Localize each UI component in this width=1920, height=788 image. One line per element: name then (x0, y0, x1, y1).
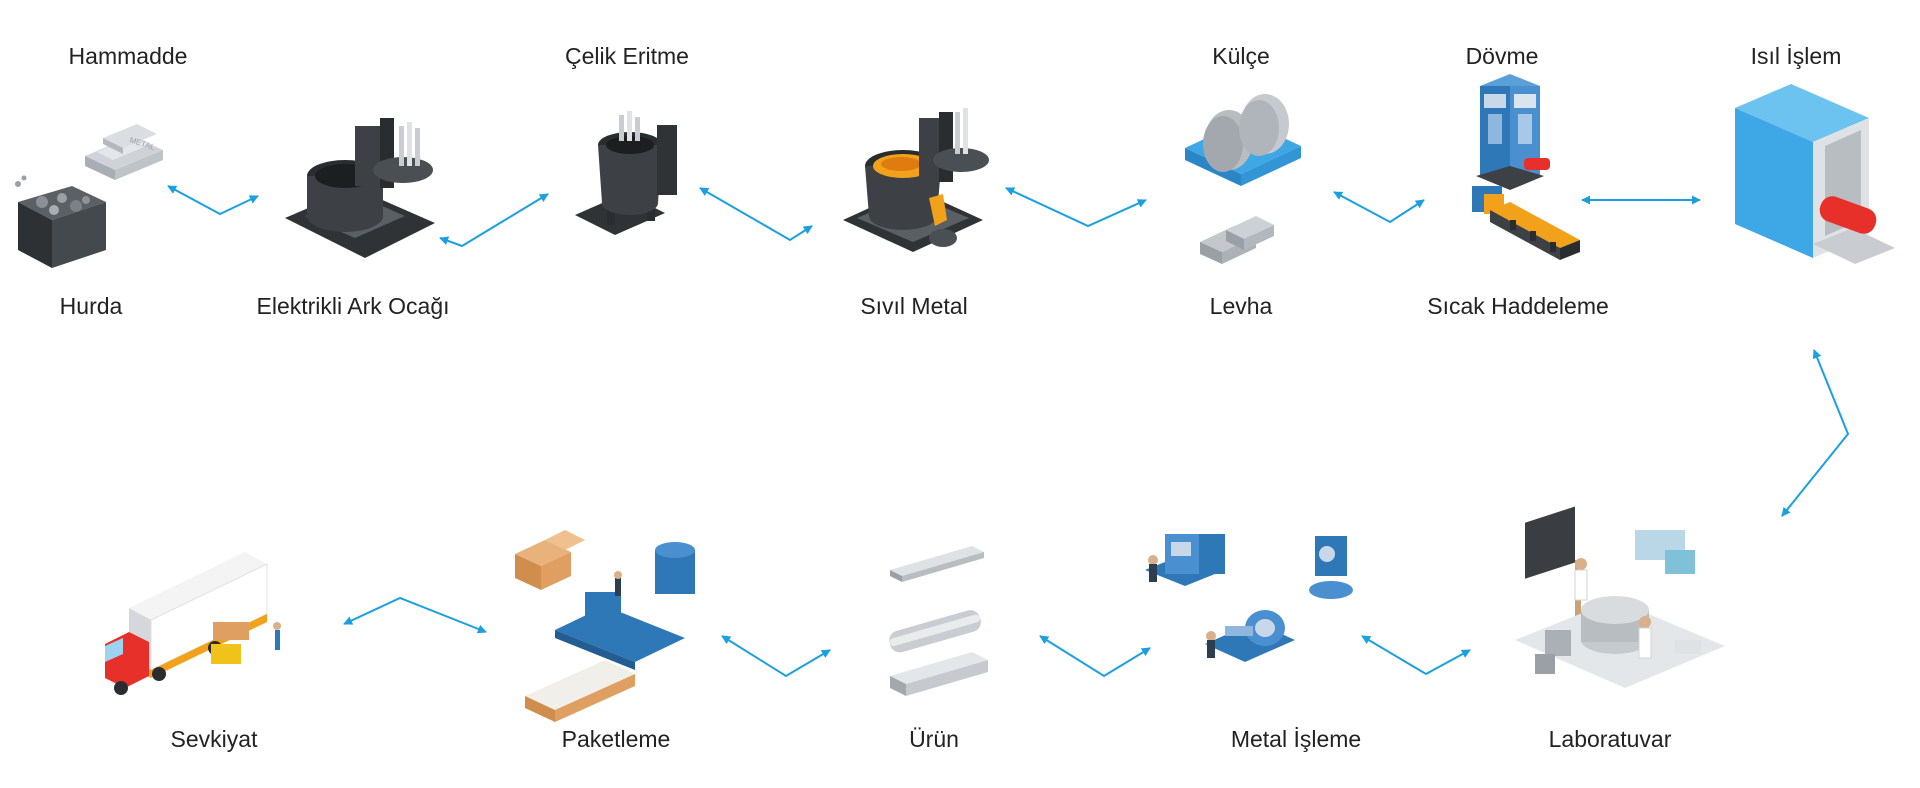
arrow-billet-to-forging (1333, 191, 1425, 224)
label-elektrikli-ark-ocagi: Elektrikli Ark Ocağı (256, 293, 450, 319)
label-isil-islem: Isıl İşlem (1750, 43, 1842, 69)
arrow-furnace-to-melting (439, 193, 549, 248)
label-hurda: Hurda (59, 293, 123, 319)
arrow-product-to-packaging (721, 635, 831, 678)
label-paketleme: Paketleme (561, 726, 671, 752)
arrow-heat-to-lab (1781, 349, 1850, 517)
scrap-bin-icon (15, 175, 106, 268)
truck-icon (105, 552, 281, 695)
arrow-machining-to-product (1039, 635, 1151, 678)
molten-metal-ladle-icon (843, 108, 989, 252)
label-celik-eritme: Çelik Eritme (565, 43, 689, 69)
label-metal-isleme: Metal İşleme (1230, 726, 1362, 752)
label-sicak-haddeleme: Sıcak Haddeleme (1427, 293, 1609, 319)
label-laboratuvar: Laboratuvar (1548, 726, 1672, 752)
ladle-icon (575, 111, 677, 235)
laboratory-icon (1515, 506, 1725, 688)
label-sevkiyat: Sevkiyat (170, 726, 258, 752)
label-hammadde: Hammadde (68, 43, 188, 69)
rolling-line-icon (1472, 186, 1580, 260)
label-sivil-metal: Sıvıl Metal (860, 293, 968, 319)
arrow-lab-to-machining (1361, 635, 1471, 676)
label-levha: Levha (1209, 293, 1273, 319)
heat-treatment-furnace-icon (1735, 84, 1895, 264)
billet-icon (1185, 94, 1301, 186)
arc-furnace-icon (285, 118, 435, 258)
packaging-icon (515, 530, 695, 722)
arrow-packaging-to-shipping (343, 596, 487, 634)
steel-profiles-icon (889, 546, 988, 696)
arrow-raw-to-furnace (167, 185, 259, 216)
machining-icon (1145, 534, 1353, 662)
label-urun: Ürün (909, 726, 959, 752)
label-dovme: Dövme (1465, 43, 1539, 69)
arrow-melting-to-molten (699, 187, 813, 242)
plate-icon (1200, 216, 1274, 264)
label-kulce: Külçe (1212, 43, 1270, 69)
arrow-molten-to-billet (1005, 187, 1147, 228)
flow-arrows (167, 185, 1850, 678)
forging-press-icon (1476, 74, 1550, 190)
metal-ingot-icon: METAL (85, 124, 163, 180)
